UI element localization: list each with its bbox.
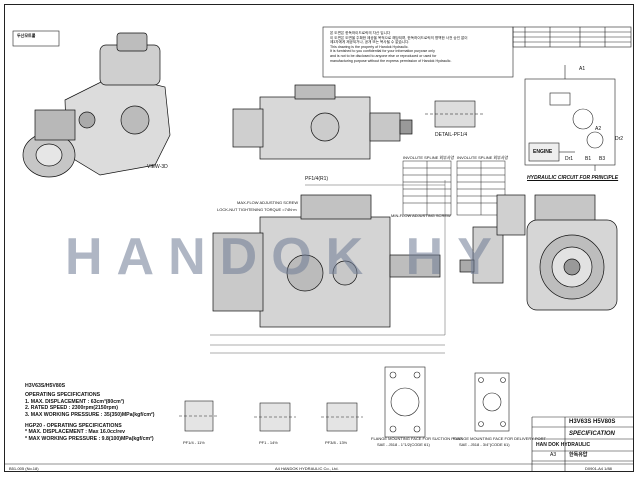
note-line: manufacturing purpose without the expres…: [330, 58, 452, 63]
spec-line: * MAX. DISPLACEMENT : Max 16.0cc/rev: [25, 429, 126, 436]
involute-title-2: INVOLUTE SPLINE 외부사양: [457, 155, 509, 160]
hydraulic-circuit-title: HYDRAULIC CIRCUIT FOR PRINCIPLE: [527, 175, 619, 181]
port-dr2-label: Dr2: [615, 136, 624, 142]
company-name: HAN DOK HYDRAULIC: [536, 442, 591, 448]
operating-specifications: H3V63S/H5V80S OPERATING SPECIFICATIONS 1…: [25, 383, 154, 442]
footer-left: B51-005 (No.18): [9, 466, 39, 471]
spec-heading: HGP20 - OPERATING SPECIFICATIONS: [25, 423, 122, 430]
port-pf38-label: PF3/8 - 13½: [325, 440, 348, 445]
detail-view: [425, 100, 485, 128]
pf-top-label: PF1/4(R1): [305, 176, 329, 182]
flange-suction-label: FLANGE MOUNTING FACE FOR SUCTION PORT: [371, 436, 463, 441]
port-a2-label: A2: [595, 126, 602, 132]
flange-delivery-label: FLANGE MOUNTING FACE FOR DELIVERY PORT: [453, 436, 546, 441]
drawing-sheet: HANDOK HY 두산모트롤 본 도면은 한독하이드로릭의 자산 입니다 이 …: [4, 4, 634, 472]
company-logo: 두산모트롤: [17, 33, 36, 38]
footer-center: A4 HANDOK HYDRAULIC Co., Ltd.: [275, 466, 339, 471]
note-line: It is furnished to you confidential for …: [330, 49, 435, 54]
spec-line: 1. MAX. DISPLACEMENT : 63cm³(80cm³): [25, 398, 125, 405]
bolt-note: LOCK-NUT TIGHTENING TORQUE =74N·m: [217, 207, 297, 212]
company-name-kr: 한독유압: [569, 452, 588, 458]
note-line: 본 도면은 한독하이드로릭의 자산 입니다: [330, 31, 391, 35]
max-flow-label: MAX-FLOW ADJUSTING SCREW: [237, 200, 299, 205]
pump-end-view: [459, 194, 526, 284]
port-a1-label: A1: [579, 66, 586, 72]
watermark: HANDOK HY: [65, 228, 506, 286]
confidentiality-notes: 본 도면은 한독하이드로릭의 자산 입니다 이 도면은 도면을 주확한 제공을 …: [330, 31, 510, 63]
port-b1-label: B1: [585, 156, 592, 162]
spec-line: 2. RATED SPEED : 2300rpm(2150rpm): [25, 405, 119, 412]
note-line: 이 도면은 도면을 주확한 제공을 목적으로 해당되며, 한독하이드로릭의 명백…: [330, 35, 468, 40]
logo-box: [12, 30, 60, 47]
technical-drawing: [5, 26, 633, 471]
engine-label: ENGINE: [533, 149, 553, 155]
footer-right: D0901-A4 1/88: [585, 466, 612, 471]
pump-side-view: [232, 84, 413, 160]
pump-main-view: [212, 194, 441, 328]
detail-label: DETAIL-PF1/4: [435, 132, 468, 138]
port-b3-label: B3: [599, 156, 606, 162]
note-line: 제3자에게 제공되거나, 공개 또는 복사될 수 없습니다.: [330, 40, 410, 45]
flange-faces: [384, 366, 510, 438]
port-dr1-label: Dr1: [565, 156, 574, 162]
sheet-size: A3: [550, 452, 557, 458]
spec-line: * MAX WORKING PRESSURE : 9.8(100)MPa(kgf…: [25, 435, 154, 442]
spec-line: 3. MAX WORKING PRESSURE : 35(350)MPa(kgf…: [25, 411, 155, 418]
model-name: H3V63S/H5V80S: [25, 383, 66, 389]
spline-tables: [402, 160, 506, 216]
view-3d-label: VIEW-3D: [147, 164, 168, 170]
port-pf14-label: PF1/4 - 11½: [183, 440, 205, 445]
drawing-title: H3V63S H5V80S: [569, 419, 616, 425]
doc-type: SPECIFICATION: [569, 431, 615, 437]
pump-rear-view: [526, 194, 618, 311]
pump-3d-view: [22, 32, 171, 178]
flange-delivery-std: SAE - J518 - 3/4"(CODE 61): [459, 442, 510, 447]
hydraulic-circuit: [524, 65, 616, 171]
spec-heading: OPERATING SPECIFICATIONS: [25, 392, 101, 399]
port-details: [179, 400, 363, 432]
flange-suction-std: SAE - J518 - 1"1/2(CODE 61): [377, 442, 430, 447]
note-line: and is not to be disclosed to anyone els…: [330, 53, 437, 58]
min-flow-label: MIN-FLOW ADJUSTING SCREW: [391, 213, 451, 218]
involute-title-1: INVOLUTE SPLINE 외부사양: [403, 155, 455, 160]
note-line: This drawing is the property of Handok H…: [330, 44, 409, 49]
port-pf1-label: PF1 - 14½: [259, 440, 278, 445]
